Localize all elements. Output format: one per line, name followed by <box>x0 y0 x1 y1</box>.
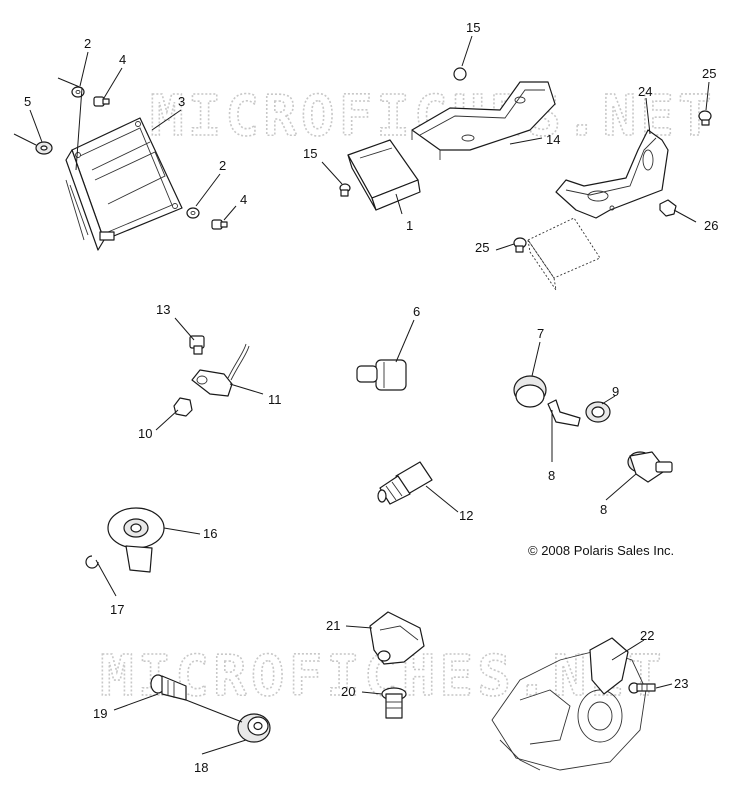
callout-23: 23 <box>674 676 688 691</box>
bolt-13 <box>189 335 205 355</box>
washer-10 <box>173 397 193 417</box>
plug-20 <box>381 687 407 719</box>
grommet-18 <box>237 713 271 743</box>
callout-9: 9 <box>612 384 619 399</box>
callout-16: 16 <box>203 526 217 541</box>
plug-6 <box>356 359 407 391</box>
callout-labels: 2 4 3 5 2 4 15 15 14 1 25 24 26 25 13 11… <box>24 20 718 775</box>
callout-5: 5 <box>24 94 31 109</box>
callout-2-right: 2 <box>219 158 226 173</box>
ring-9 <box>585 401 611 423</box>
callout-1: 1 <box>406 218 413 233</box>
screw-23 <box>628 682 656 694</box>
callout-15-top: 15 <box>466 20 480 35</box>
callout-25-top: 25 <box>702 66 716 81</box>
map-sensor-21 <box>369 611 425 665</box>
callout-2-top: 2 <box>84 36 91 51</box>
callout-15-left: 15 <box>303 146 317 161</box>
callout-7: 7 <box>537 326 544 341</box>
callout-26: 26 <box>704 218 718 233</box>
knock-sensor-16 <box>107 507 165 573</box>
callout-11: 11 <box>268 392 282 407</box>
bracket-14 <box>411 81 556 160</box>
callout-8-left: 8 <box>548 468 555 483</box>
bracket-24 <box>555 129 669 219</box>
callout-4-top: 4 <box>119 52 126 67</box>
nut-26 <box>659 199 677 217</box>
screw-15-left <box>339 183 351 197</box>
clip-8 <box>547 399 581 427</box>
callout-4-right: 4 <box>240 192 247 207</box>
relay-cover-dashed <box>527 217 601 291</box>
washer-2-right <box>186 207 200 219</box>
callout-12: 12 <box>459 508 473 523</box>
callout-18: 18 <box>194 760 208 775</box>
bolt-4-top <box>93 96 110 107</box>
callout-25-bottom: 25 <box>475 240 489 255</box>
callout-22: 22 <box>640 628 654 643</box>
clip-17 <box>85 555 99 569</box>
callout-21: 21 <box>326 618 340 633</box>
copyright-notice: © 2008 Polaris Sales Inc. <box>528 543 675 558</box>
callout-6: 6 <box>413 304 420 319</box>
screw-25-top <box>698 110 712 126</box>
callout-13: 13 <box>156 302 170 317</box>
temp-sensor-12 <box>377 461 433 505</box>
washer-2-top <box>71 86 85 98</box>
ecu-module <box>65 117 183 251</box>
bolt-4-right <box>211 219 228 230</box>
callout-17: 17 <box>110 602 124 617</box>
nut-15-top <box>453 67 467 81</box>
callout-3: 3 <box>178 94 185 109</box>
callout-14: 14 <box>546 132 560 147</box>
callout-8-right: 8 <box>600 502 607 517</box>
screw-25-bottom <box>513 237 527 253</box>
callout-24: 24 <box>638 84 652 99</box>
leader-lines <box>13 35 710 755</box>
washer-5 <box>35 141 53 155</box>
sensor-11 <box>191 343 250 397</box>
sensor-8 <box>627 451 673 483</box>
relay-cover-1 <box>347 139 421 211</box>
callout-20: 20 <box>341 684 355 699</box>
callout-10: 10 <box>138 426 152 441</box>
cap-7 <box>513 375 547 408</box>
callout-19: 19 <box>93 706 107 721</box>
